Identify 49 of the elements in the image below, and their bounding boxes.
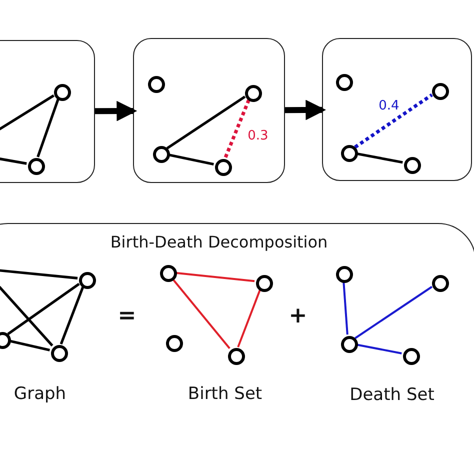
graph-edge <box>237 290 261 348</box>
graph-vertex <box>432 274 448 292</box>
math-symbol: + <box>288 304 308 328</box>
graph-edge <box>9 340 50 352</box>
graph-edge <box>0 156 27 165</box>
graph-edge <box>168 153 214 166</box>
graph-vertex <box>402 348 420 364</box>
graph-edge <box>36 98 60 158</box>
graph-edge <box>172 278 230 350</box>
panel-title: Birth-Death Decomposition <box>110 232 328 252</box>
graph-edge <box>354 286 432 340</box>
graph-edge <box>224 99 250 159</box>
graph-vertex <box>340 336 358 352</box>
graph-vertex <box>160 264 176 282</box>
graph-panel <box>133 38 285 183</box>
graph-vertex <box>54 84 70 100</box>
graph-vertex <box>28 158 44 174</box>
graph-edge <box>356 152 403 164</box>
graph-vertex <box>432 82 448 100</box>
graph-edge <box>166 96 246 150</box>
graph-vertex <box>214 158 232 176</box>
math-symbol: = <box>118 304 136 328</box>
graph-vertex <box>148 76 164 92</box>
graph-caption: Graph <box>14 384 66 404</box>
graph-edge <box>60 286 84 345</box>
graph-vertex <box>256 274 272 292</box>
graph-vertex <box>50 344 68 362</box>
arrow <box>284 100 326 120</box>
graph-edge <box>354 93 433 149</box>
graph-vertex <box>152 146 170 162</box>
graph-vertex <box>404 156 420 174</box>
graph-vertex <box>244 84 262 102</box>
graph-vertex <box>228 348 244 364</box>
graph-caption: Death Set <box>350 385 434 405</box>
graph-edge <box>0 94 54 134</box>
graph-edge <box>7 282 80 336</box>
graph-vertex <box>340 144 358 162</box>
graph-edge <box>342 281 348 335</box>
graph-vertex <box>166 334 182 352</box>
graph-caption: Birth Set <box>188 384 262 404</box>
graph-edge <box>356 344 402 354</box>
graph-edge <box>175 272 255 282</box>
graph-vertex <box>78 272 96 288</box>
arrow <box>94 100 138 122</box>
graph-vertex <box>336 74 352 90</box>
graph-panel <box>322 38 472 181</box>
graph-edge <box>0 268 78 280</box>
graph-vertex <box>336 266 352 282</box>
graph-panel <box>0 40 95 183</box>
